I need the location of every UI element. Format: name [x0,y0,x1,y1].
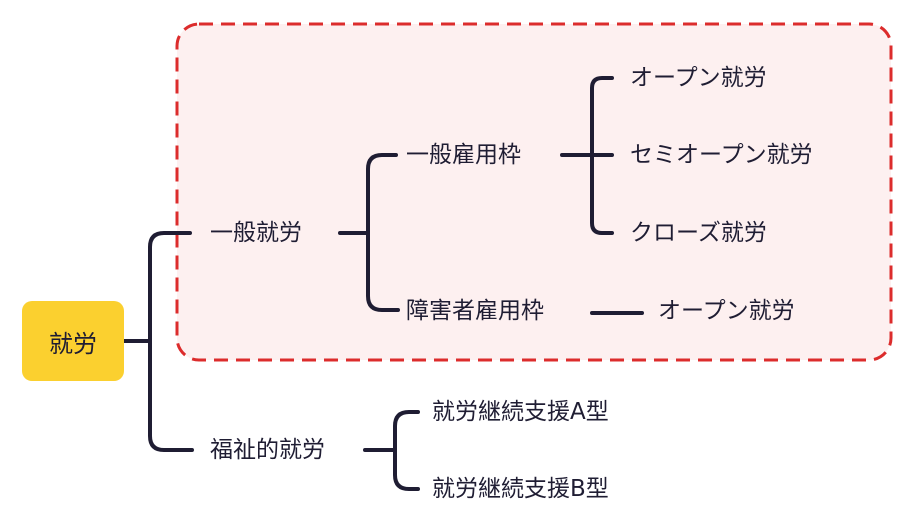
connector-general-branch [366,153,400,312]
general-employment-highlight [175,22,893,362]
node-general-quota: 一般雇用枠 [406,142,521,168]
node-open-employment: オープン就労 [630,65,767,91]
connector-root-branch [148,231,194,452]
node-disability-quota: 障害者雇用枠 [406,298,544,324]
node-type-a-support: 就労継続支援A型 [432,399,609,425]
root-node: 就労 [22,301,124,381]
node-welfare-employment: 福祉的就労 [210,437,325,463]
node-disability-open-employment: オープン就労 [658,298,795,324]
connector-welfare-branch [393,410,420,491]
node-general-employment: 一般就労 [210,220,302,246]
connector-general-quota-branch [590,76,614,235]
node-closed-employment: クローズ就労 [630,220,767,246]
node-type-b-support: 就労継続支援B型 [432,476,609,502]
node-semi-open-employment: セミオープン就労 [630,142,813,168]
